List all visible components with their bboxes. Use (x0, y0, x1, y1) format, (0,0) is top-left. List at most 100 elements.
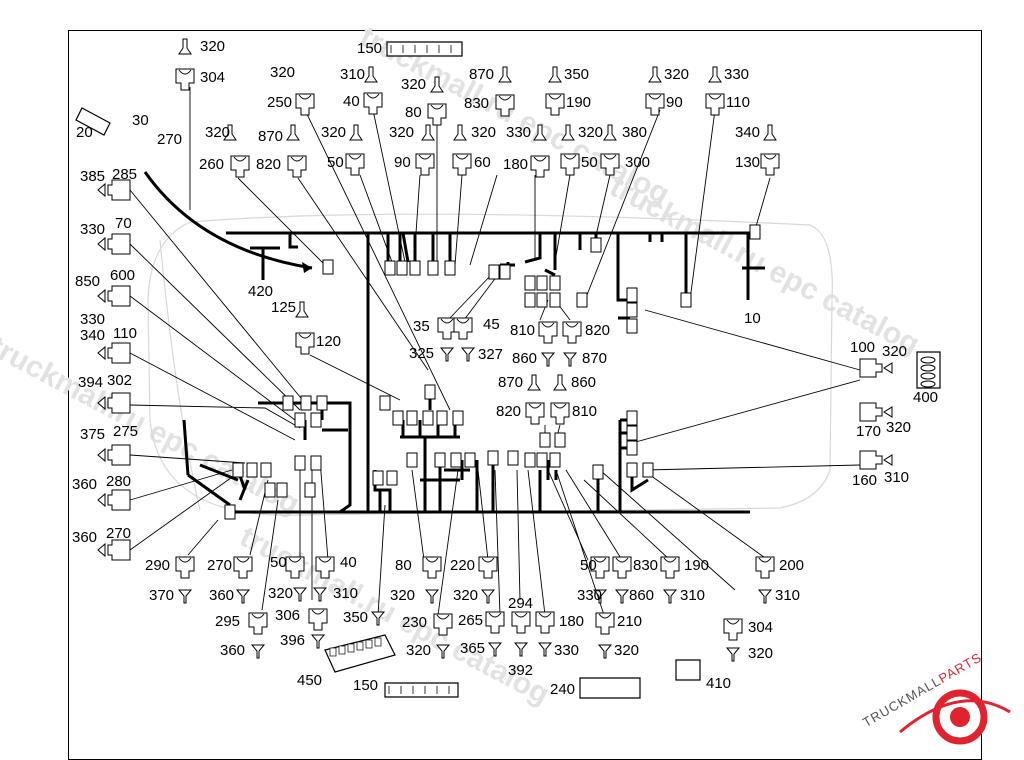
part-number-label: 810 (510, 322, 536, 339)
plug-connector-icon (315, 556, 335, 579)
part-number-label: 60 (474, 154, 491, 171)
part-number-label: 400 (913, 389, 939, 406)
terminal-icon (553, 374, 567, 391)
terminal-icon (498, 66, 512, 83)
terminal-icon (424, 589, 440, 604)
side-plug-body (859, 358, 883, 378)
side-connector-icon (859, 402, 893, 422)
terminal-icon (349, 124, 363, 141)
side-plug-body (107, 444, 131, 466)
part-number-label: 870 (498, 374, 524, 391)
terminal-icon (178, 38, 192, 55)
side-plug-body (107, 285, 131, 307)
inline-connector (427, 260, 439, 276)
plug-connector-icon (437, 317, 457, 340)
plug-socket (430, 104, 444, 110)
side-plug-body (107, 233, 131, 255)
part-number-label: 860 (512, 350, 538, 367)
plug-connector-icon (560, 153, 580, 176)
side-connector-icon (97, 342, 131, 364)
part-number-label: 150 (353, 677, 379, 694)
part-number-label: 330 (577, 587, 603, 604)
side-plug-body (107, 342, 131, 364)
part-number-label: 420 (248, 283, 274, 300)
plug-body (422, 556, 442, 579)
terminal-icon (430, 76, 444, 93)
part-number-label: 10 (744, 310, 761, 327)
plug-socket (598, 613, 612, 619)
inline-connector (294, 455, 306, 471)
plug-socket (615, 557, 629, 563)
plug-socket (348, 154, 362, 160)
plug-body (452, 153, 472, 176)
terminal-icon (603, 124, 617, 141)
part-number-label: 810 (572, 403, 598, 420)
terminal-icon (421, 124, 435, 141)
plug-body (175, 556, 195, 579)
plug-socket (178, 69, 192, 75)
plug-connector-icon (495, 94, 515, 117)
inline-connector (406, 452, 418, 468)
part-number-label: 860 (571, 374, 597, 391)
plug-body (433, 613, 453, 636)
part-number-label: 90 (666, 94, 683, 111)
inline-connector (260, 462, 272, 478)
terminal-icon (223, 124, 237, 141)
part-number-label: 830 (633, 557, 659, 574)
inline-connector (536, 292, 548, 308)
plug-body (590, 556, 610, 579)
part-number-label: 295 (215, 613, 241, 630)
plug-connector-icon (175, 68, 195, 91)
plug-connector-icon (478, 556, 498, 579)
part-number-label: 320 (578, 124, 604, 141)
part-number-label: 600 (110, 267, 136, 284)
leader-lines (129, 87, 861, 616)
plug-body (295, 93, 315, 116)
inline-connector (396, 260, 408, 276)
inline-connector (310, 455, 322, 471)
side-plug-body (107, 489, 131, 511)
part-number-label: 360 (220, 642, 246, 659)
inline-connector (424, 384, 436, 400)
inline-connector (264, 482, 276, 498)
plug-connector-icon (535, 611, 555, 634)
inline-connector (232, 462, 244, 478)
inline-connector (379, 395, 391, 411)
side-connector-icon (859, 450, 893, 470)
side-connector-icon (97, 233, 131, 255)
terminal-icon (435, 644, 451, 659)
plug-body (427, 103, 447, 126)
plug-socket (425, 557, 439, 563)
inline-connector (310, 412, 322, 428)
inline-connector (626, 462, 638, 478)
inline-connector (549, 275, 561, 291)
part-number-label: 80 (395, 557, 412, 574)
part-number-label: 240 (550, 681, 576, 698)
part-number-label: 394 (78, 374, 104, 391)
part-number-label: 110 (726, 94, 750, 111)
part-number-label: 310 (333, 585, 359, 602)
inline-connector (507, 450, 519, 466)
part-number-label: 285 (112, 166, 138, 183)
truckmall-logo: TRUCKMALLPARTS (860, 650, 1020, 750)
terminal-icon (487, 642, 503, 657)
terminal-icon (460, 347, 476, 362)
terminal-icon (364, 66, 378, 83)
part-number-label: 320 (389, 124, 415, 141)
plug-socket (603, 154, 617, 160)
part-number-label: 340 (735, 124, 761, 141)
part-number-label: 294 (508, 595, 534, 612)
inline-connector (626, 318, 638, 334)
plug-socket (533, 156, 547, 162)
inline-connector (322, 259, 334, 275)
plug-socket (538, 612, 552, 618)
terminal-icon (250, 644, 266, 659)
terminal-icon (725, 647, 741, 662)
part-number-label: 50 (327, 154, 344, 171)
part-number-label: 130 (735, 154, 761, 171)
plug-connector-icon (530, 155, 550, 178)
part-number-label: 385 (80, 168, 106, 185)
part-number-label: 330 (80, 221, 106, 238)
part-number-label: 360 (72, 529, 98, 546)
plug-socket (563, 154, 577, 160)
